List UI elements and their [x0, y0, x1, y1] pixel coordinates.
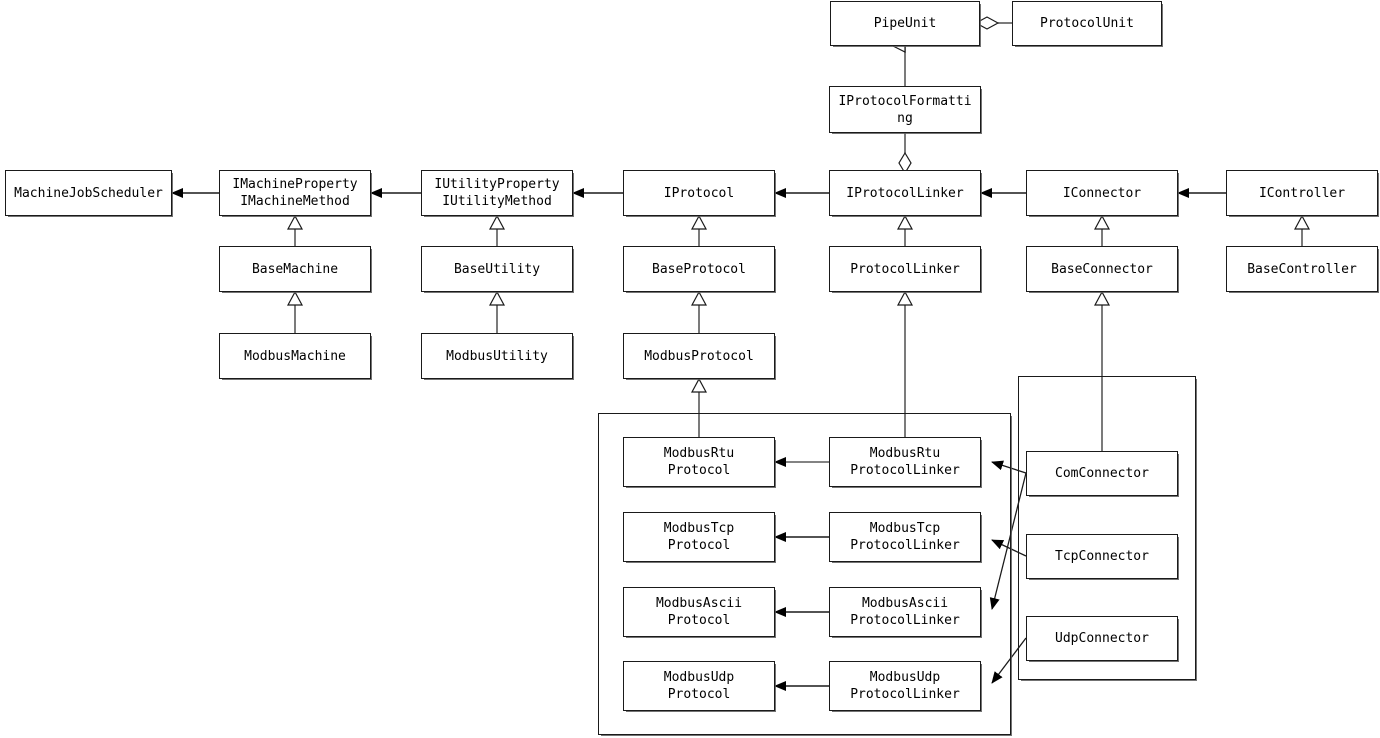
- class-box-modbus-ascii-protocol[interactable]: ModbusAscii Protocol: [623, 587, 775, 637]
- class-label-modbus-tcp-protocol-linker: ModbusTcp ProtocolLinker: [850, 521, 960, 553]
- class-label-iprotocol-formatting: IProtocolFormatti ng: [838, 93, 972, 126]
- class-label-base-controller: BaseController: [1247, 261, 1357, 277]
- class-box-modbus-protocol[interactable]: ModbusProtocol: [623, 333, 775, 379]
- class-label-modbus-ascii-protocol-linker: ModbusAscii ProtocolLinker: [850, 596, 960, 628]
- class-label-modbus-rtu-protocol-linker: ModbusRtu ProtocolLinker: [850, 446, 960, 478]
- class-label-com-connector: ComConnector: [1055, 466, 1149, 481]
- edge-protocolunit-pipeunit: [974, 16, 1012, 30]
- class-box-base-utility[interactable]: BaseUtility: [421, 246, 573, 292]
- class-label-machine-job-scheduler: MachineJobScheduler: [14, 185, 163, 201]
- class-label-imachine-property: IMachineProperty IMachineMethod: [232, 177, 358, 209]
- edge-basemachine-imachineproperty: [286, 214, 304, 246]
- edge-baseutility-iutilityproperty: [488, 214, 506, 246]
- edge-baseconnector-iconnector: [1093, 214, 1111, 246]
- class-label-iconnector: IConnector: [1062, 185, 1142, 201]
- class-label-base-utility: BaseUtility: [453, 261, 541, 277]
- class-label-modbus-machine: ModbusMachine: [244, 348, 346, 364]
- class-box-iprotocol[interactable]: IProtocol: [623, 170, 775, 216]
- class-label-modbus-udp-protocol-linker: ModbusUdp ProtocolLinker: [850, 670, 960, 702]
- modbus-protocol-group-box: [598, 413, 1011, 735]
- class-box-modbus-utility[interactable]: ModbusUtility: [421, 333, 573, 379]
- class-box-base-controller[interactable]: BaseController: [1226, 246, 1378, 292]
- connector-group-box: [1018, 376, 1196, 680]
- edge-iprotocolformatting-iprotocollinker: [898, 133, 912, 175]
- class-label-udp-connector: UdpConnector: [1055, 631, 1149, 646]
- class-box-tcp-connector[interactable]: TcpConnector: [1026, 534, 1178, 579]
- class-box-iconnector[interactable]: IConnector: [1026, 170, 1178, 216]
- class-label-modbus-utility: ModbusUtility: [446, 348, 548, 364]
- class-box-modbus-tcp-protocol[interactable]: ModbusTcp Protocol: [623, 512, 775, 562]
- class-box-base-protocol[interactable]: BaseProtocol: [623, 246, 775, 292]
- class-box-iprotocol-linker[interactable]: IProtocolLinker: [829, 170, 981, 216]
- class-label-modbus-tcp-protocol: ModbusTcp Protocol: [663, 521, 735, 553]
- class-box-imachine-property[interactable]: IMachineProperty IMachineMethod: [219, 170, 371, 216]
- edge-modbusutility-baseutility: [488, 290, 506, 333]
- class-box-base-machine[interactable]: BaseMachine: [219, 246, 371, 292]
- class-box-modbus-rtu-protocol-linker[interactable]: ModbusRtu ProtocolLinker: [829, 437, 981, 487]
- class-label-base-machine: BaseMachine: [251, 261, 339, 277]
- class-label-iprotocol: IProtocol: [663, 185, 735, 201]
- class-label-pipe-unit: PipeUnit: [873, 16, 937, 31]
- class-box-pipe-unit[interactable]: PipeUnit: [830, 1, 980, 46]
- class-box-icontroller[interactable]: IController: [1226, 170, 1378, 216]
- edge-protocollinker-iprotocollinker: [896, 214, 914, 246]
- class-label-modbus-rtu-protocol: ModbusRtu Protocol: [663, 446, 735, 478]
- edge-basecontroller-icontroller: [1293, 214, 1311, 246]
- class-label-modbus-ascii-protocol: ModbusAscii Protocol: [655, 596, 743, 628]
- class-box-modbus-machine[interactable]: ModbusMachine: [219, 333, 371, 379]
- class-box-modbus-ascii-protocol-linker[interactable]: ModbusAscii ProtocolLinker: [829, 587, 981, 637]
- class-box-protocol-linker[interactable]: ProtocolLinker: [829, 246, 981, 292]
- class-label-protocol-unit: ProtocolUnit: [1040, 16, 1134, 31]
- class-box-protocol-unit[interactable]: ProtocolUnit: [1012, 1, 1162, 46]
- class-box-modbus-rtu-protocol[interactable]: ModbusRtu Protocol: [623, 437, 775, 487]
- class-label-tcp-connector: TcpConnector: [1055, 549, 1149, 564]
- class-box-base-connector[interactable]: BaseConnector: [1026, 246, 1178, 292]
- edge-baseprotocol-iprotocol: [690, 214, 708, 246]
- class-box-machine-job-scheduler[interactable]: MachineJobScheduler: [5, 170, 172, 216]
- class-label-icontroller: IController: [1258, 185, 1346, 201]
- class-box-udp-connector[interactable]: UdpConnector: [1026, 616, 1178, 661]
- class-label-iutility-property: IUtilityProperty IUtilityMethod: [434, 177, 560, 209]
- class-label-base-connector: BaseConnector: [1051, 261, 1153, 277]
- class-label-modbus-protocol: ModbusProtocol: [644, 348, 754, 364]
- class-box-modbus-udp-protocol-linker[interactable]: ModbusUdp ProtocolLinker: [829, 661, 981, 711]
- class-box-modbus-tcp-protocol-linker[interactable]: ModbusTcp ProtocolLinker: [829, 512, 981, 562]
- class-label-modbus-udp-protocol: ModbusUdp Protocol: [663, 670, 735, 702]
- class-box-modbus-udp-protocol[interactable]: ModbusUdp Protocol: [623, 661, 775, 711]
- class-label-base-protocol: BaseProtocol: [652, 261, 746, 277]
- class-label-iprotocol-linker: IProtocolLinker: [846, 185, 964, 201]
- class-label-protocol-linker: ProtocolLinker: [850, 261, 960, 277]
- class-box-com-connector[interactable]: ComConnector: [1026, 451, 1178, 496]
- edge-modbusprotocol-baseprotocol: [690, 290, 708, 333]
- edge-modbusmachine-basemachine: [286, 290, 304, 333]
- class-box-iprotocol-formatting[interactable]: IProtocolFormatti ng: [829, 86, 981, 133]
- class-box-iutility-property[interactable]: IUtilityProperty IUtilityMethod: [421, 170, 573, 216]
